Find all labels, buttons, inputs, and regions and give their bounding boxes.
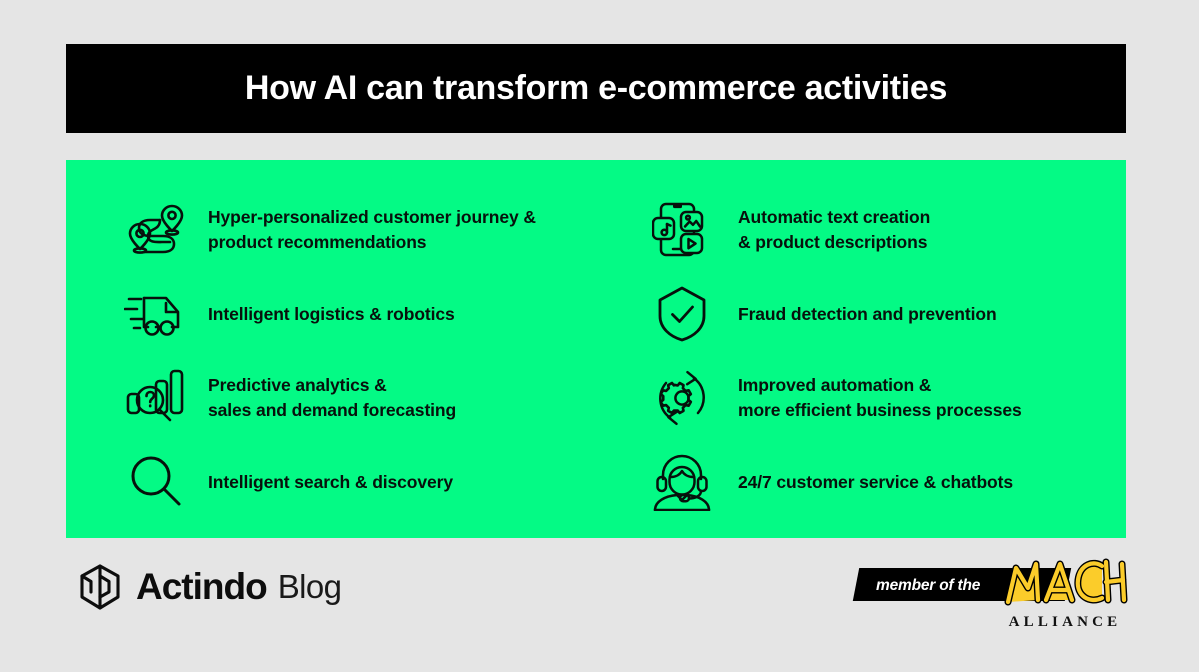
support-agent-icon (646, 450, 718, 514)
mach-wordmark (998, 550, 1128, 616)
feature-label-line2: more efficient business processes (738, 400, 1022, 420)
feature-label-line1: 24/7 customer service & chatbots (738, 471, 1013, 492)
feature-item-intelligent-search: Intelligent search & discovery (120, 440, 586, 524)
feature-label-line1: Predictive analytics & (208, 375, 387, 396)
actindo-cube-icon (78, 564, 124, 610)
phone-media-icon (646, 198, 718, 262)
feature-label-line1: Hyper-personalized customer journey & (208, 207, 536, 228)
feature-label-line1: Intelligent logistics & robotics (208, 303, 455, 324)
features-column-left: Hyper-personalized customer journey & pr… (66, 188, 596, 538)
route-pins-icon (120, 198, 192, 262)
feature-label-line2: & product descriptions (738, 232, 928, 252)
feature-label: Automatic text creation & product descri… (718, 205, 930, 255)
feature-label: 24/7 customer service & chatbots (718, 470, 1013, 495)
feature-item-customer-service: 24/7 customer service & chatbots (646, 440, 1116, 524)
feature-label: Intelligent search & discovery (192, 470, 453, 495)
gear-cycle-icon (646, 366, 718, 430)
brand-sub: Blog (277, 568, 342, 605)
mach-alliance-badge[interactable]: member of the (852, 558, 1128, 653)
footer: Actindo Blog member of the (0, 538, 1199, 672)
shield-check-icon (646, 282, 718, 346)
feature-item-fraud-detection: Fraud detection and prevention (646, 272, 1116, 356)
bar-chart-magnifier-icon (120, 366, 192, 430)
feature-item-logistics: Intelligent logistics & robotics (120, 272, 586, 356)
feature-label: Fraud detection and prevention (718, 302, 997, 327)
brand-lockup[interactable]: Actindo Blog (78, 564, 342, 610)
feature-label: Intelligent logistics & robotics (192, 302, 455, 327)
feature-label-line1: Fraud detection and prevention (738, 303, 997, 324)
features-columns: Hyper-personalized customer journey & pr… (66, 188, 1126, 538)
page-title: How AI can transform e-commerce activiti… (244, 69, 948, 107)
title-bar: How AI can transform e-commerce activiti… (66, 44, 1126, 133)
feature-label-line1: Improved automation & (738, 375, 932, 396)
feature-item-automatic-text-creation: Automatic text creation & product descri… (646, 188, 1116, 272)
mach-badge-prefix: member of the (876, 577, 981, 594)
feature-label: Hyper-personalized customer journey & pr… (192, 205, 536, 255)
feature-item-hyper-personalization: Hyper-personalized customer journey & pr… (120, 188, 586, 272)
feature-label-line1: Automatic text creation (738, 207, 931, 228)
feature-label-line2: sales and demand forecasting (208, 400, 457, 420)
feature-label-line2: product recommendations (208, 232, 427, 252)
feature-label: Predictive analytics & sales and demand … (192, 373, 456, 423)
brand-name: Actindo (136, 566, 268, 607)
feature-label-line1: Intelligent search & discovery (208, 471, 454, 492)
mach-alliance-label: ALLIANCE (1008, 614, 1122, 630)
feature-item-improved-automation: Improved automation & more efficient bus… (646, 356, 1116, 440)
delivery-van-icon (120, 282, 192, 346)
magnifying-glass-icon (120, 450, 192, 514)
feature-item-predictive-analytics: Predictive analytics & sales and demand … (120, 356, 586, 440)
features-column-right: Automatic text creation & product descri… (596, 188, 1126, 538)
features-panel: Hyper-personalized customer journey & pr… (66, 160, 1126, 538)
feature-label: Improved automation & more efficient bus… (718, 373, 1022, 423)
